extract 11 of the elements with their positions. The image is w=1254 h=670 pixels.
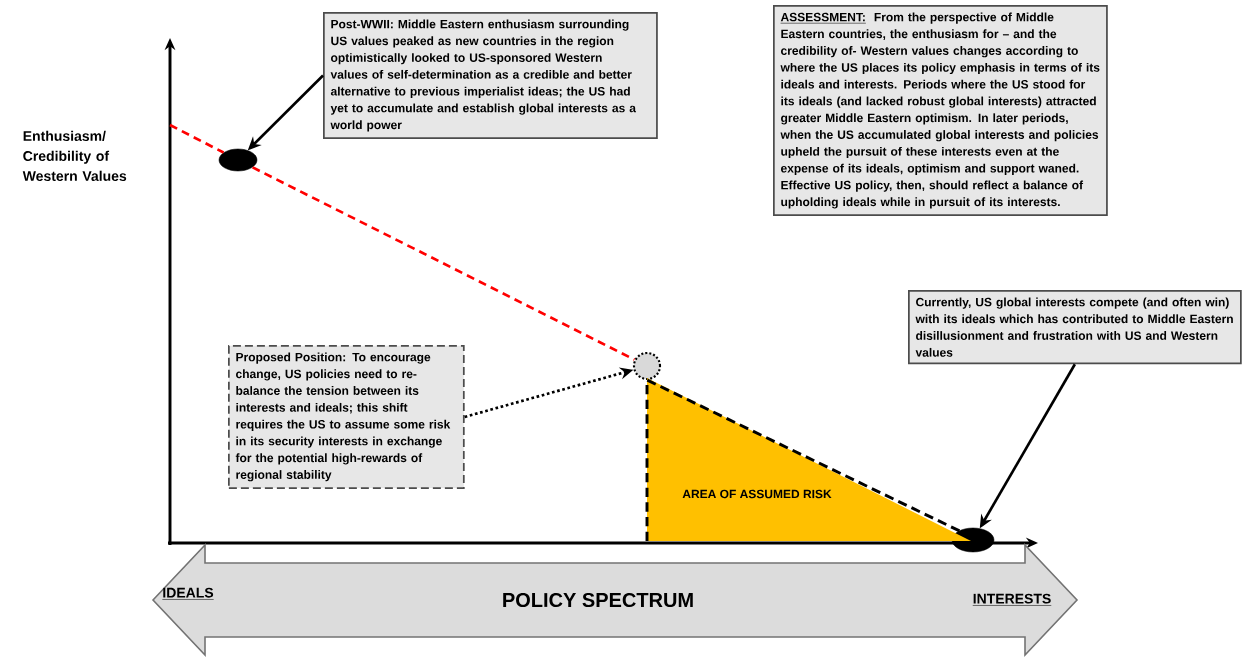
text-box: Proposed Position: To encourage change, US policies need to re-balance the tension between its interests and ideals; this shift requires the US to assume some risk in its security interests in exchange for the potential high-rewards of regional stability <box>228 345 465 489</box>
text-box: ASSESSMENT: From the perspective of Middle Eastern countries, the enthusiasm for – and the credibility of- Western values changes according to where the US places its policy emphasis in terms of its ideals and interests. Periods where the US stood for its ideals (and lacked robust global interests) attracted greater Middle Eastern optimism. In later periods, when the US accumulated global interests and policies upheld the pursuit of these interests even at the expense of its ideals, optimism and support waned. Effective US policy, then, should reflect a balance of upholding ideals while in pursuit of its interests. <box>773 5 1108 217</box>
risk-area: AREA OF ASSUMED RISK <box>645 377 971 541</box>
point-marker <box>632 351 662 381</box>
text-box: Currently, US global interests compete (and often win) with its ideals which has contributed to Middle Eastern disillusionment and frustration with US and Western values <box>908 290 1242 365</box>
trend-line <box>252 166 636 361</box>
trend-line <box>169 123 225 154</box>
text-box: Post-WWII: Middle Eastern enthusiasm surrounding US values peaked as new countries in the region optimistically looked to US-sponsored Western values of self-determination as a credible and better alternative to previous imperialist ideas; the US had yet to accumulate and establish global interests as a world power <box>323 12 658 140</box>
point-marker <box>218 148 258 172</box>
axis-label: Enthusiasm/ Credibility of Western Values <box>22 130 127 181</box>
point-marker <box>951 527 995 553</box>
